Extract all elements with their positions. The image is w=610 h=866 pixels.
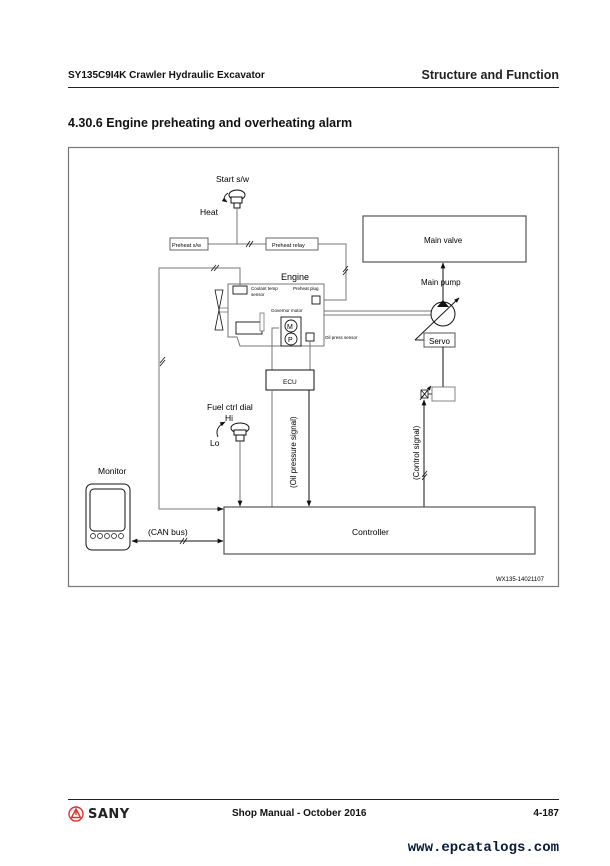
monitor-device: [85, 483, 131, 551]
ecu-label: ECU: [283, 379, 297, 386]
cooling-fan-icon: [214, 289, 228, 331]
sany-logo: SANY: [68, 806, 130, 822]
oil-pressure-signal-label: (Oil pressure signal): [289, 416, 298, 488]
can-bus-label: (CAN bus): [148, 527, 188, 537]
proportional-valve: [431, 386, 456, 402]
servo-label: Servo: [429, 337, 450, 346]
figure-id: WX135-14021107: [496, 577, 545, 583]
section-title: 4.30.6 Engine preheating and overheating…: [68, 116, 353, 130]
preheat-switch-label: Preheat s/w: [172, 243, 201, 249]
motor-symbol: [284, 319, 298, 333]
start-switch: Start s/w Heat: [200, 174, 250, 217]
main-valve-label: Main valve: [424, 236, 463, 245]
watermark-url[interactable]: www.epcatalogs.com: [407, 840, 559, 856]
lo-label: Lo: [210, 438, 220, 448]
motor-m-label: M: [287, 324, 293, 331]
brand-name: SANY: [88, 806, 130, 822]
controller-box: [223, 506, 536, 555]
preheat-relay-label: Preheat relay: [272, 243, 305, 249]
monitor-label: Monitor: [98, 466, 127, 476]
header-divider: [68, 87, 559, 88]
servo-box: [423, 332, 456, 348]
main-pump-label: Main pump: [421, 278, 461, 287]
heat-label: Heat: [200, 207, 219, 217]
rotate-arrow-icon: [216, 421, 226, 438]
ecu-box: [265, 369, 315, 391]
fuel-control-dial: Fuel ctrl dial Hi Lo: [207, 402, 253, 448]
governor-motor-label: Governor motor: [271, 308, 303, 313]
pump-symbol: [284, 332, 298, 346]
pump-p-label: P: [288, 337, 293, 344]
sany-logo-icon: [68, 806, 84, 822]
oil-press-sensor-label: Oil press sensor: [325, 335, 358, 340]
start-switch-label: Start s/w: [216, 174, 250, 184]
document-model-title: SY135C9I4K Crawler Hydraulic Excavator: [68, 70, 265, 81]
engine-label: Engine: [281, 272, 309, 282]
figure-frame: [67, 146, 560, 588]
controller-label: Controller: [352, 527, 389, 537]
footer-divider: [68, 799, 559, 800]
preheat-plug-label: Preheat plug: [293, 286, 319, 291]
main-valve-box: [362, 215, 527, 263]
rotate-arrow-icon: [221, 192, 229, 203]
manual-edition: Shop Manual - October 2016: [232, 808, 367, 819]
control-signal-label: (Control signal): [412, 425, 421, 480]
coolant-temp-sensor: [232, 285, 248, 295]
oil-press-sensor: [305, 332, 315, 342]
coolant-temp-label-2: sensor: [251, 292, 265, 297]
preheat-plug: [311, 295, 321, 305]
hi-label: Hi: [225, 413, 233, 423]
fuel-ctrl-dial-label: Fuel ctrl dial: [207, 402, 253, 412]
coolant-temp-label: Coolant temp: [251, 286, 278, 291]
page-number: 4-187: [533, 808, 559, 819]
chapter-title: Structure and Function: [421, 68, 560, 82]
